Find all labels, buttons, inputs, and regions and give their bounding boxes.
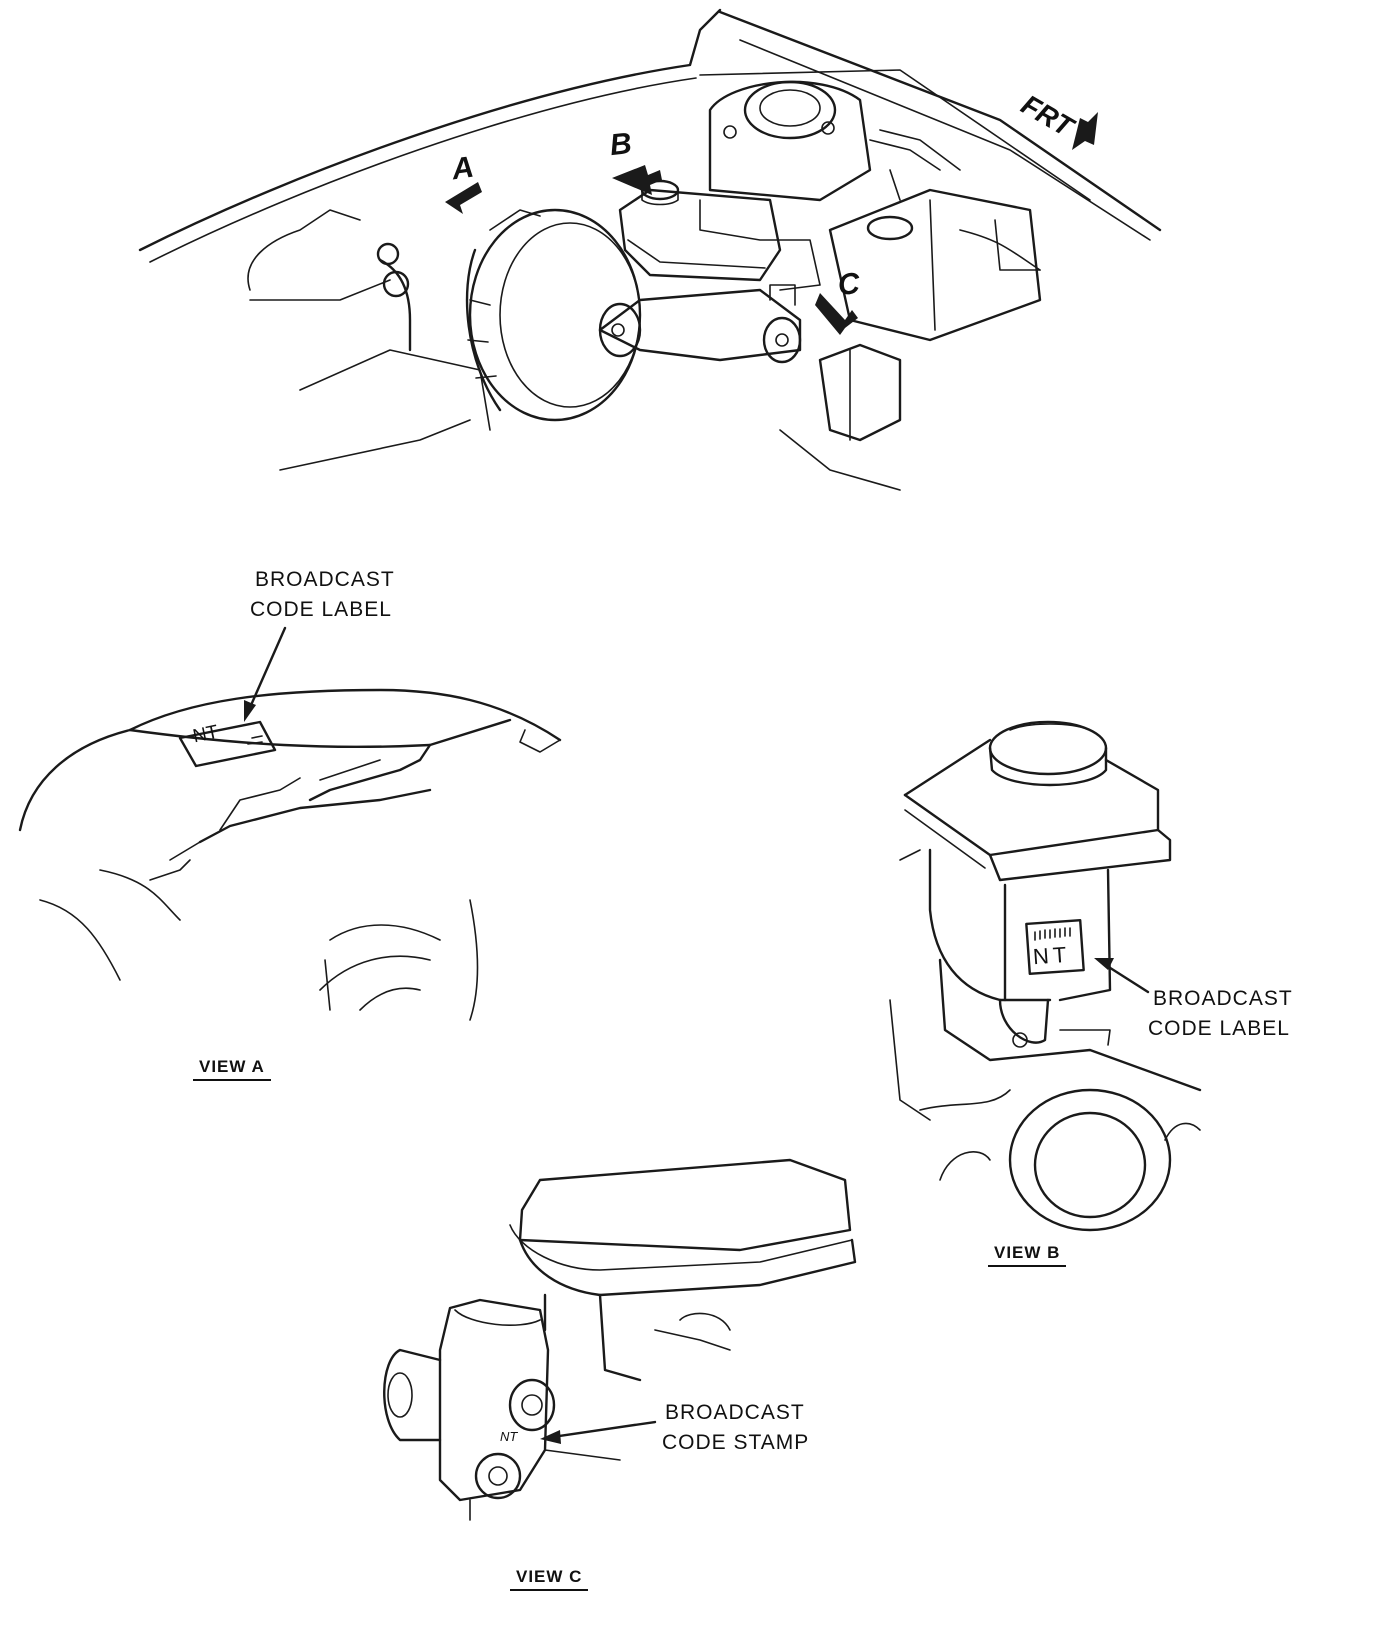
- view-b-label-line2: CODE LABEL: [1148, 1017, 1290, 1040]
- view-a-label-line1: BROADCAST: [255, 568, 395, 591]
- view-b-caption: VIEW B: [988, 1243, 1067, 1267]
- view-a-label-line2: CODE LABEL: [250, 598, 392, 621]
- view-b-drawing: [889, 720, 1202, 1232]
- view-a-caption: VIEW A: [193, 1057, 271, 1081]
- view-c-caption: VIEW C: [510, 1567, 589, 1591]
- view-c-label-line1: BROADCAST: [665, 1401, 805, 1424]
- view-b-label-line1: BROADCAST: [1153, 987, 1293, 1010]
- view-a-drawing: [18, 626, 562, 1021]
- callout-a-label: A: [449, 150, 476, 187]
- callout-b-label: B: [608, 126, 634, 163]
- view-c-stamp-text: NT: [500, 1429, 518, 1444]
- view-c-label-line2: CODE STAMP: [662, 1431, 810, 1454]
- engine-compartment-overview: [138, 8, 1162, 491]
- view-b-tag-text: NT: [1032, 941, 1072, 970]
- view-c-drawing: [383, 1158, 857, 1521]
- callout-c-label: C: [836, 266, 862, 303]
